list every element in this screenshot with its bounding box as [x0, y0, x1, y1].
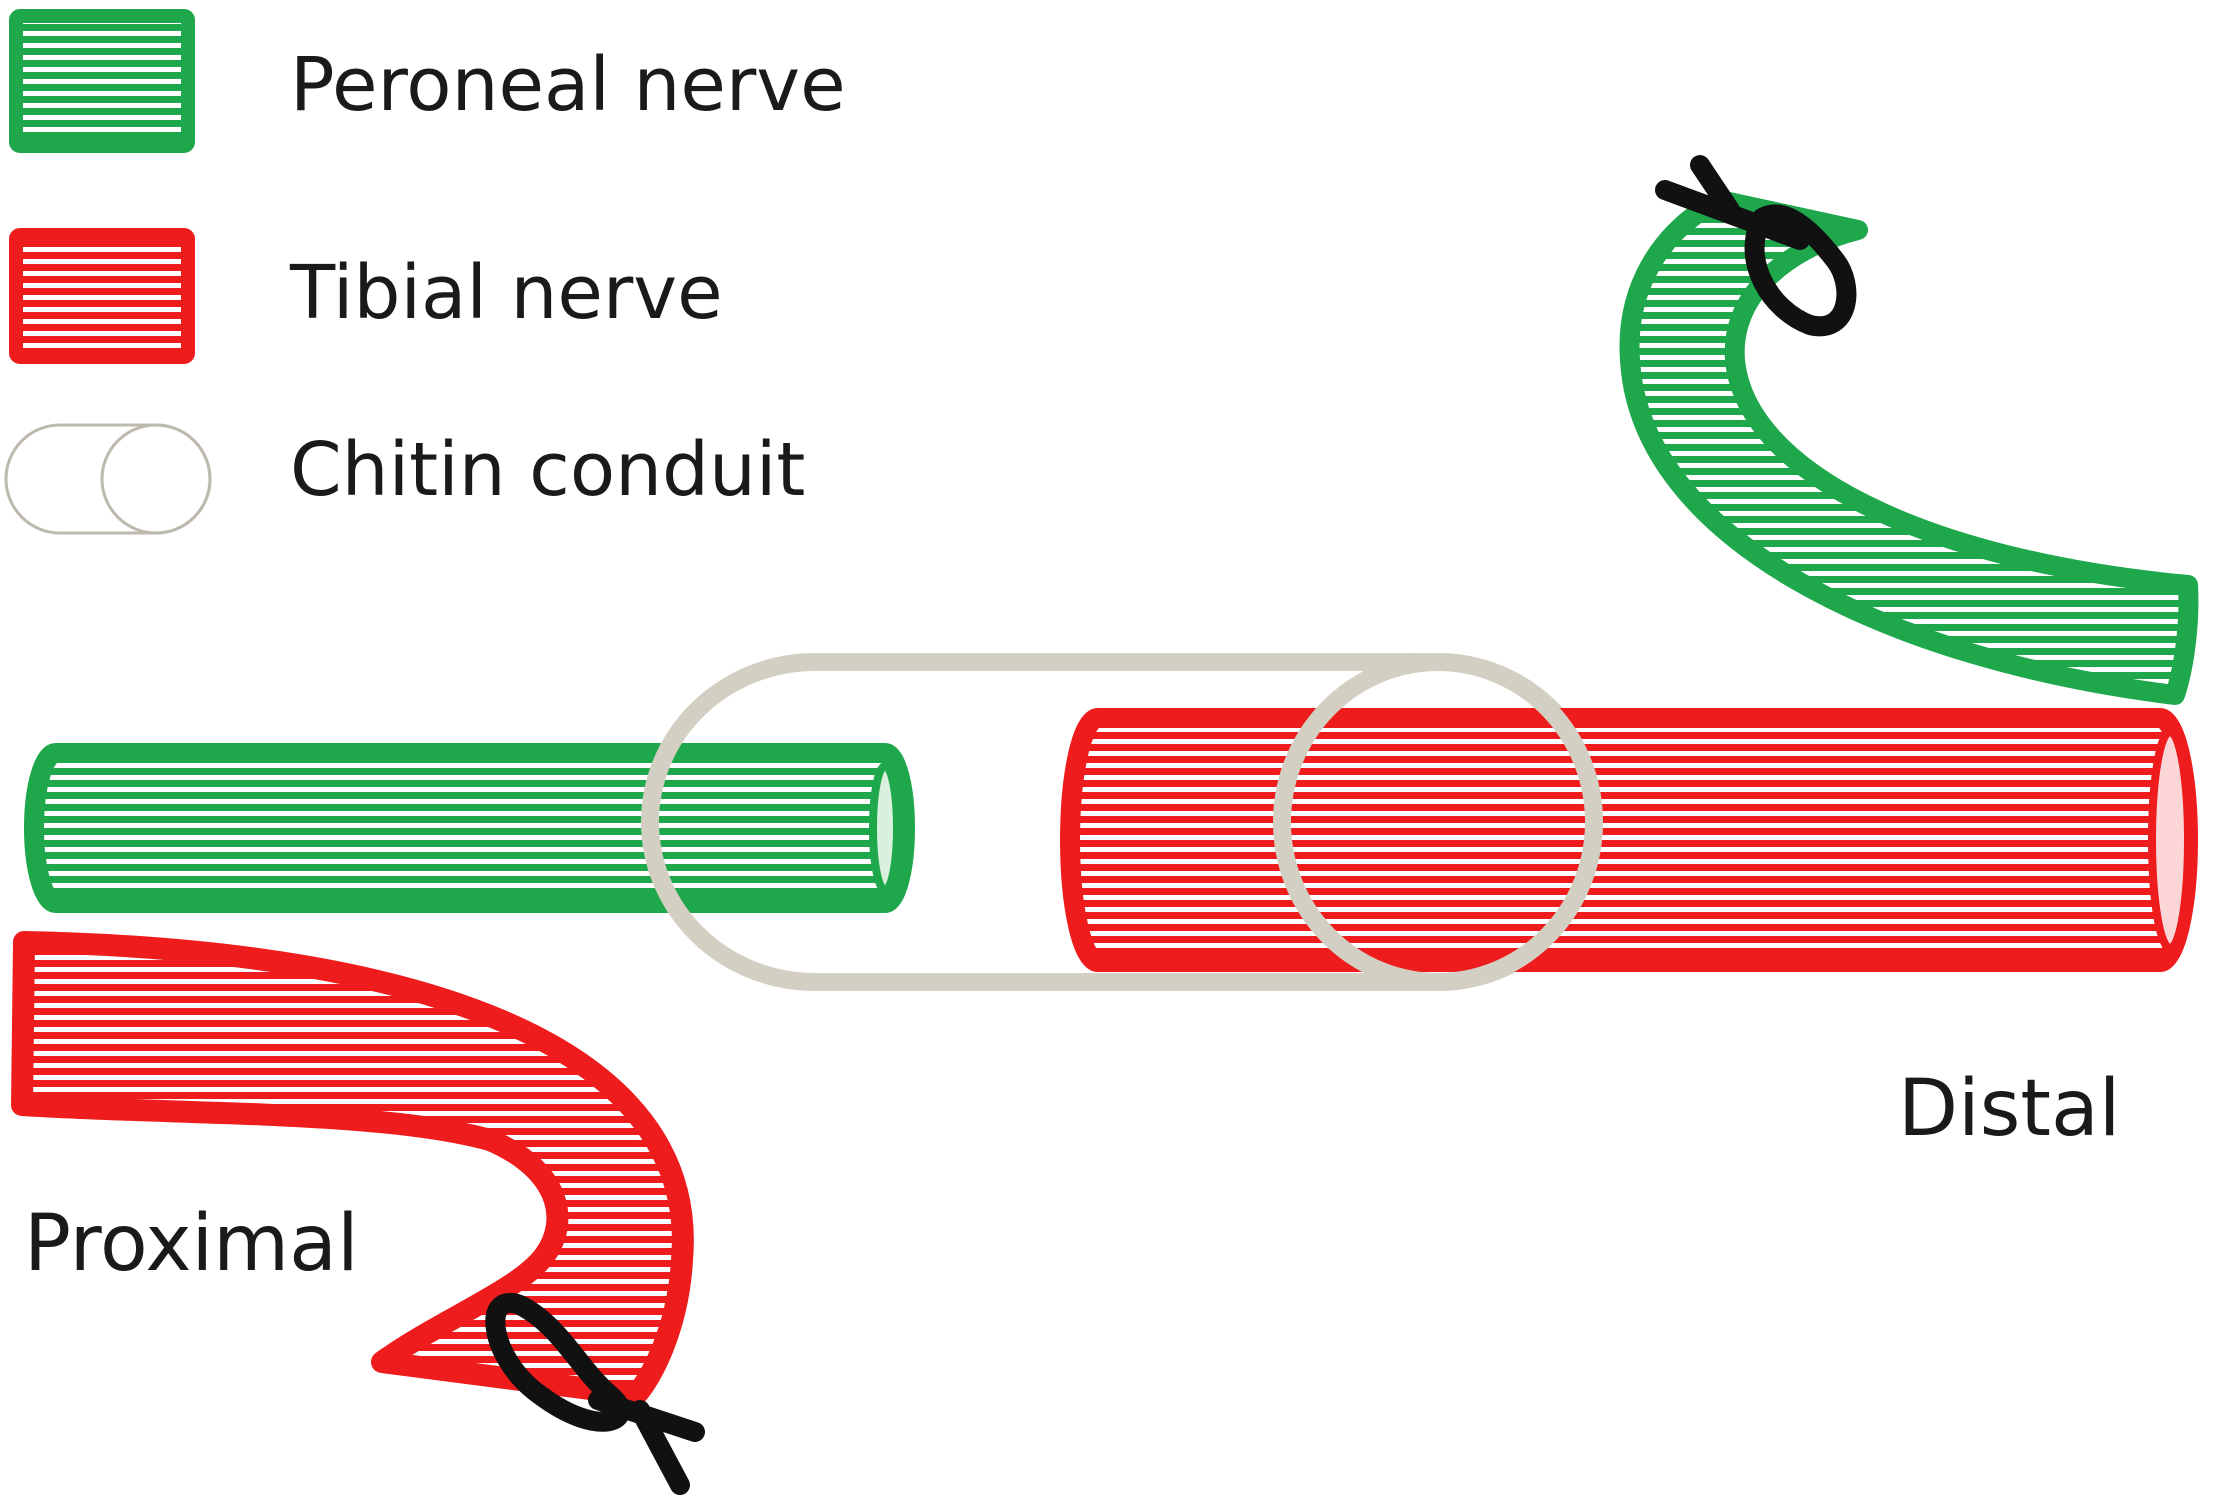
legend-item-peroneal: Peroneal nerve — [9, 9, 846, 153]
tibial-swatch — [9, 228, 195, 364]
legend-label-tibial: Tibial nerve — [289, 250, 723, 336]
legend-label-conduit: Chitin conduit — [290, 427, 805, 513]
distal-peroneal-nerve-ligated — [1619, 155, 2199, 705]
legend-item-tibial: Tibial nerve — [9, 228, 723, 364]
label-proximal: Proximal — [24, 1199, 359, 1289]
conduit-end-ring — [1273, 653, 1603, 991]
label-distal: Distal — [1898, 1064, 2120, 1154]
distal-suture-icon — [1655, 155, 1857, 337]
legend: Peroneal nerve Tibial nerve Chitin condu… — [4, 9, 846, 535]
peroneal-swatch — [9, 9, 195, 153]
conduit-swatch-end — [100, 423, 212, 535]
legend-item-conduit: Chitin conduit — [4, 423, 805, 535]
proximal-suture-icon — [485, 1293, 705, 1495]
legend-label-peroneal: Peroneal nerve — [290, 42, 846, 128]
proximal-tibial-nerve-ligated — [11, 931, 705, 1495]
proximal-peroneal-nerve — [24, 743, 915, 913]
conduit-swatch — [4, 423, 212, 535]
distal-tibial-nerve — [1060, 708, 2198, 972]
